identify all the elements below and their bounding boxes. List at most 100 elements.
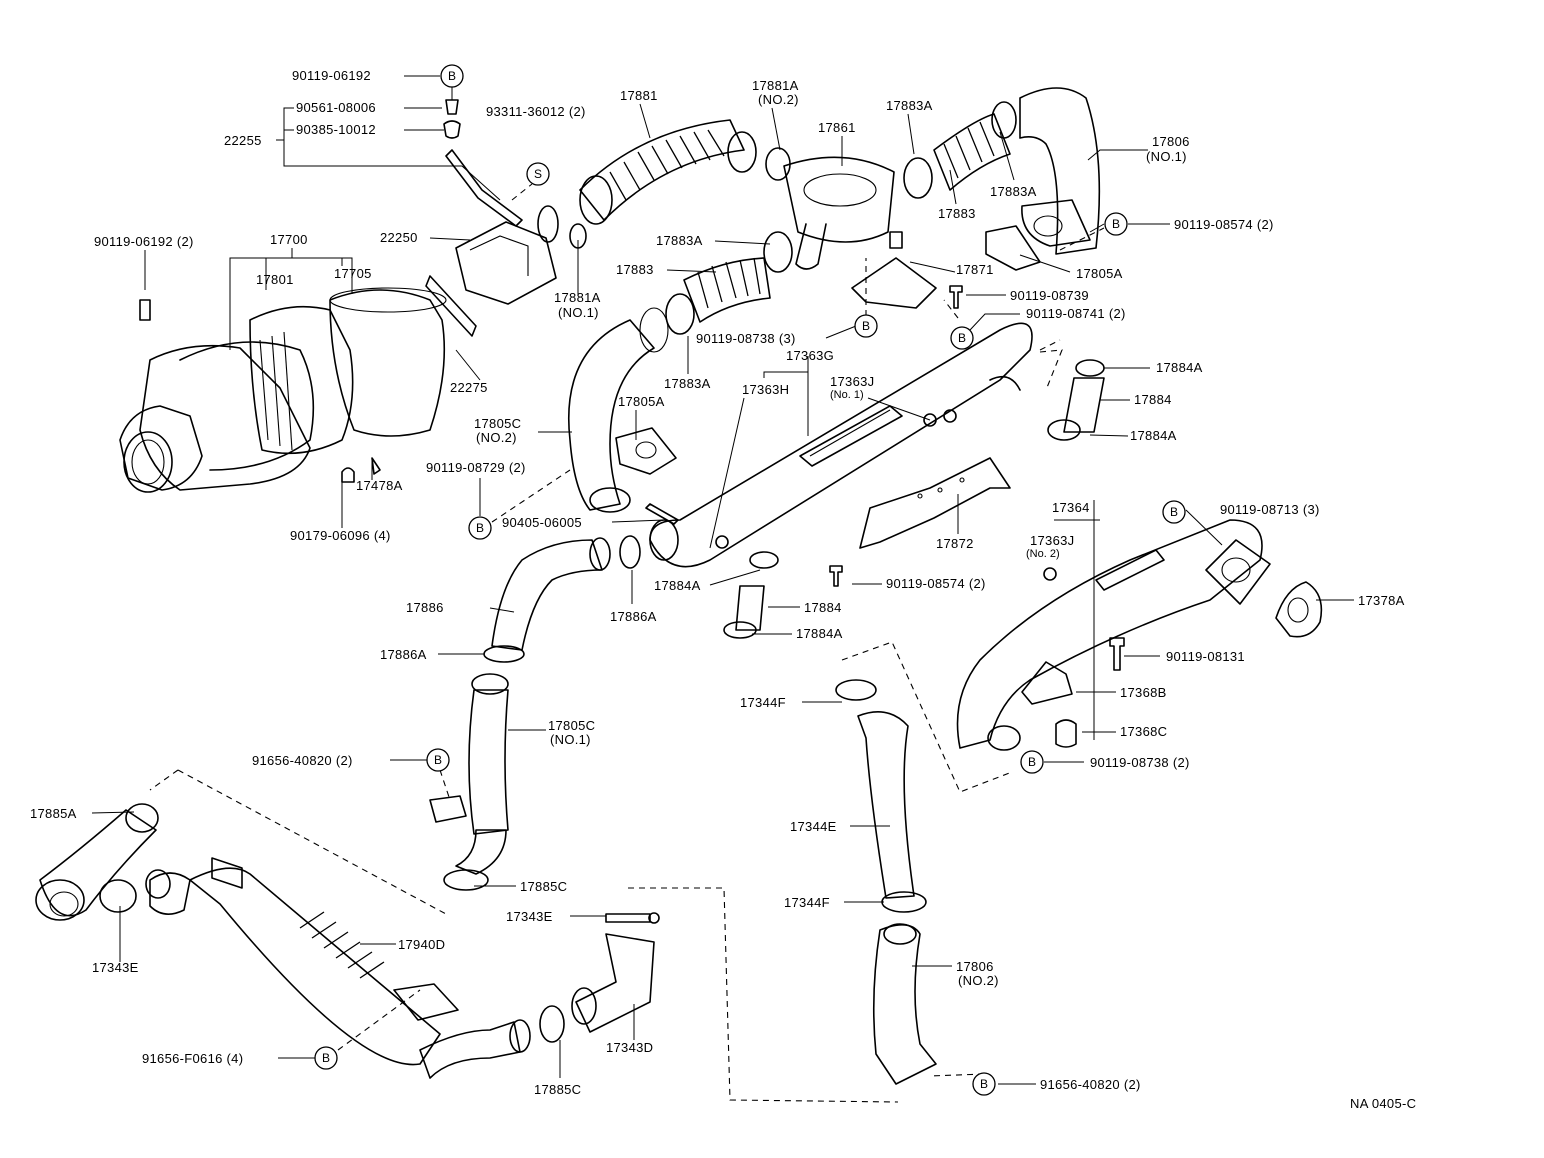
label-17886A-l: 17886A — [380, 647, 427, 662]
label-17883-top: 17883 — [938, 206, 976, 221]
label-17885C-b: 17885C — [534, 1082, 581, 1097]
label-17886A-c: 17886A — [610, 609, 657, 624]
label-90179-06096: 90179-06096 (4) — [290, 528, 391, 543]
label-93311-36012: 93311-36012 (2) — [486, 104, 586, 119]
callout-s: S — [526, 162, 550, 186]
part-intake-hoses-upper — [579, 87, 1101, 271]
label-22275: 22275 — [450, 380, 488, 395]
part-intercooler-upper-17363 — [649, 322, 1033, 568]
label-17881A-no2: 17881A — [752, 78, 799, 93]
label-22255: 22255 — [224, 133, 262, 148]
label-17940D: 17940D — [398, 937, 445, 952]
svg-text:B: B — [1112, 217, 1120, 231]
svg-text:S: S — [534, 167, 542, 181]
part-support-brackets — [851, 231, 1011, 549]
label-90119-08738-2: 90119-08738 (2) — [1090, 755, 1190, 770]
label-90119-08729: 90119-08729 (2) — [426, 460, 526, 475]
label-17368C: 17368C — [1120, 724, 1167, 739]
callout-b: B — [468, 516, 492, 540]
svg-text:B: B — [434, 753, 442, 767]
label-17363G: 17363G — [786, 348, 834, 363]
callout-b: B — [1162, 500, 1186, 524]
label-90385-10012: 90385-10012 — [296, 122, 376, 137]
label-17881A-no2-sub: (NO.2) — [758, 92, 799, 107]
callout-b: B — [1104, 212, 1128, 236]
label-17700: 17700 — [270, 232, 308, 247]
label-17378A: 17378A — [1358, 593, 1405, 608]
diagram-id: NA 0405-C — [1350, 1096, 1416, 1111]
label-17364: 17364 — [1052, 500, 1090, 515]
label-17805C-no2-sub: (NO.2) — [476, 430, 517, 445]
label-17883A-right: 17883A — [990, 184, 1037, 199]
label-17881A-no1-sub: (NO.1) — [558, 305, 599, 320]
label-17806-no2-sub: (NO.2) — [958, 973, 999, 988]
svg-text:B: B — [1170, 505, 1178, 519]
label-17805A-top: 17805A — [1076, 266, 1123, 281]
label-90119-08574-top: 90119-08574 (2) — [1174, 217, 1274, 232]
label-17363H: 17363H — [742, 382, 789, 397]
label-17363J-no2: 17363J — [1030, 533, 1074, 548]
label-17343E-c: 17343E — [506, 909, 553, 924]
part-labels: 90119-06192 90561-08006 90385-10012 2225… — [30, 68, 1416, 1111]
label-17884-c: 17884 — [804, 600, 842, 615]
label-17705: 17705 — [334, 266, 372, 281]
part-lower-intercooler-17940D — [35, 803, 565, 1079]
label-91656-40820-r: 91656-40820 (2) — [1040, 1077, 1141, 1092]
label-17343D: 17343D — [606, 1040, 653, 1055]
callout-b: B — [314, 1046, 338, 1070]
label-17806-no2: 17806 — [956, 959, 994, 974]
label-17363J-no1-sub: (No. 1) — [830, 389, 864, 401]
label-17871: 17871 — [956, 262, 994, 277]
leader-lines — [91, 75, 1354, 1103]
label-17886: 17886 — [406, 600, 444, 615]
part-center-hoses — [483, 503, 843, 663]
part-pipe-17805C-no1 — [429, 673, 509, 891]
label-17885C-l: 17885C — [520, 879, 567, 894]
callout-b: B — [854, 314, 878, 338]
svg-text:B: B — [980, 1077, 988, 1091]
label-90119-06192-2: 90119-06192 (2) — [94, 234, 194, 249]
label-17884A-c2: 17884A — [796, 626, 843, 641]
part-intercooler-outlet-17364 — [956, 519, 1323, 751]
label-17478A: 17478A — [356, 478, 403, 493]
callout-b: B — [1020, 750, 1044, 774]
label-90119-08741: 90119-08741 (2) — [1026, 306, 1126, 321]
label-91656-F0616: 91656-F0616 (4) — [142, 1051, 243, 1066]
label-90119-08131: 90119-08131 — [1166, 649, 1245, 664]
label-17806-no1: 17806 — [1152, 134, 1190, 149]
label-17344F-top: 17344F — [740, 695, 786, 710]
label-17368B: 17368B — [1120, 685, 1167, 700]
label-90405-06005: 90405-06005 — [502, 515, 582, 530]
label-17344E: 17344E — [790, 819, 837, 834]
label-17343E-l: 17343E — [92, 960, 139, 975]
callout-b: B — [426, 748, 450, 772]
label-17805C-no1: 17805C — [548, 718, 595, 733]
svg-text:B: B — [322, 1051, 330, 1065]
label-17883A-mid: 17883A — [656, 233, 703, 248]
part-intake-hoses-middle — [568, 231, 793, 513]
label-90561-08006: 90561-08006 — [296, 100, 376, 115]
callout-b: B — [972, 1072, 996, 1096]
label-17344F-low: 17344F — [784, 895, 830, 910]
label-17884A-r1: 17884A — [1156, 360, 1203, 375]
part-air-flow-meter-22250 — [455, 205, 587, 305]
svg-text:B: B — [862, 319, 870, 333]
label-17883A-low: 17883A — [664, 376, 711, 391]
label-17872: 17872 — [936, 536, 974, 551]
label-91656-40820-l: 91656-40820 (2) — [252, 753, 353, 768]
label-17884-r: 17884 — [1134, 392, 1172, 407]
label-90119-06192: 90119-06192 — [292, 68, 371, 83]
label-17883-mid: 17883 — [616, 262, 654, 277]
label-17806-no1-sub: (NO.1) — [1146, 149, 1187, 164]
part-hose-17344 — [835, 679, 937, 1085]
svg-text:B: B — [448, 69, 456, 83]
label-90119-08713: 90119-08713 (3) — [1220, 502, 1320, 517]
svg-text:B: B — [1028, 755, 1036, 769]
label-17363J-no2-sub: (No. 2) — [1026, 548, 1060, 560]
label-17881A-no1: 17881A — [554, 290, 601, 305]
label-17881: 17881 — [620, 88, 658, 103]
label-90119-08574-mid: 90119-08574 (2) — [886, 576, 986, 591]
part-air-cleaner-assembly — [119, 275, 477, 493]
callout-badges: B S B B B B B B B B B — [314, 64, 1186, 1096]
